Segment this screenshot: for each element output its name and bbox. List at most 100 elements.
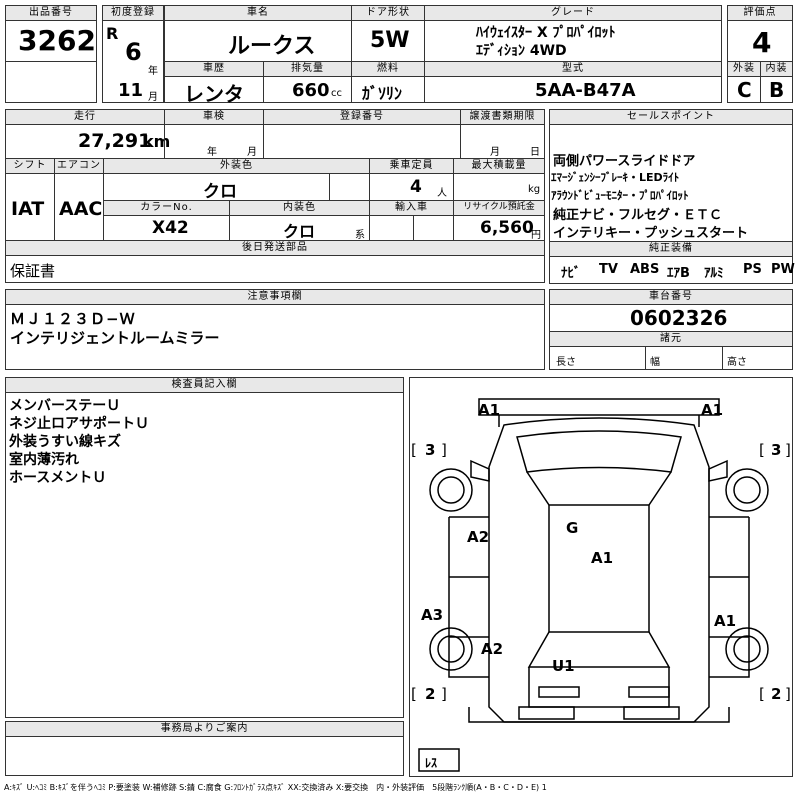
- mark-a3: A3: [421, 606, 443, 624]
- legend: A:ｷｽﾞ U:ﾍｺﾐ B:ｷｽﾞを伴うﾍｺﾐ P:要塗装 W:補修跡 S:錆 …: [4, 783, 547, 792]
- model-name-label: 車名: [164, 5, 352, 21]
- inspection-label: 車検: [164, 109, 264, 125]
- equip-item: ABS: [630, 262, 660, 277]
- interior-color: クロ: [283, 222, 316, 241]
- grade-line2: ｴﾃﾞｨｼｮﾝ 4WD: [476, 43, 567, 59]
- capacity-label: 乗車定員: [369, 158, 454, 174]
- reg-month: 11: [118, 80, 144, 101]
- bracket: [: [411, 685, 417, 703]
- inspector-cell: [5, 392, 404, 718]
- insp-month-unit: 月: [247, 147, 257, 158]
- era: R: [106, 24, 119, 43]
- later-label: 後日発送部品: [5, 240, 545, 256]
- office-label: 事務局よりご案内: [5, 721, 404, 737]
- year-unit: 年: [148, 66, 158, 77]
- color-no-label: カラーNo.: [103, 200, 230, 216]
- shift-label: シフト: [5, 158, 55, 174]
- sales-line: インテリキー・プッシュスタート: [553, 226, 749, 241]
- dim-width: 幅: [650, 357, 660, 368]
- equip-item: PW: [771, 262, 795, 277]
- payload-label: 最大積載量: [453, 158, 545, 174]
- int-color-unit: 系: [355, 230, 365, 241]
- dims-label: 諸元: [549, 331, 793, 347]
- exterior-color: クロ: [203, 182, 237, 202]
- equip-cell: [549, 256, 793, 284]
- later-parts: 保証書: [10, 262, 56, 280]
- notes-line: インテリジェントルームミラー: [10, 329, 220, 347]
- history-label: 車歴: [164, 61, 264, 77]
- insp-year-unit: 年: [207, 147, 217, 158]
- car-diagram-frame: [409, 377, 793, 777]
- month-unit: 月: [148, 92, 158, 103]
- mark-a1-roof: A1: [591, 549, 613, 567]
- dim-height: 高さ: [727, 357, 747, 368]
- ext-label: 外装: [727, 61, 761, 77]
- mark-a1-left: A1: [478, 401, 500, 419]
- inspector-line: 室内薄汚れ: [9, 452, 79, 468]
- mark-a1-right: A1: [701, 401, 723, 419]
- office-cell: [5, 736, 404, 776]
- later-cell: [5, 255, 545, 283]
- inspector-label: 検査員記入欄: [5, 377, 404, 393]
- transfer-month-unit: 月: [490, 147, 500, 158]
- int-cell: [760, 76, 793, 103]
- bracket: ]: [441, 441, 447, 459]
- door-label: ドア形状: [351, 5, 425, 21]
- displacement-unit: cc: [331, 88, 342, 99]
- sales-label: セールスポイント: [549, 109, 793, 125]
- mark-a2-left-front: A2: [467, 528, 489, 546]
- equip-item: ｴｱB: [667, 266, 690, 281]
- bracket: ]: [441, 685, 447, 703]
- reg-no-cell: [263, 124, 461, 159]
- shift: IAT: [11, 198, 45, 220]
- inspector-line: ネジ止ロアサポートＵ: [9, 416, 149, 432]
- history: レンタ: [184, 82, 244, 106]
- sales-line: ｴﾏｰｼﾞｪﾝｼｰﾌﾞﾚｰｷ・LEDﾗｲﾄ: [551, 171, 680, 184]
- lot-label: 出品番号: [5, 5, 97, 21]
- color-label: 外装色: [103, 158, 370, 174]
- equip-item: TV: [599, 262, 618, 277]
- bracket: [: [411, 441, 417, 459]
- mark-a1-right-rear: A1: [714, 612, 736, 630]
- equip-item: ｱﾙﾐ: [704, 266, 724, 281]
- aircon: AAC: [59, 198, 103, 220]
- equip-label: 純正装備: [549, 241, 793, 257]
- color-number: X42: [152, 218, 189, 238]
- tire-fl: 3: [425, 441, 435, 459]
- tire-fr: 3: [771, 441, 781, 459]
- mark-u1: U1: [552, 657, 575, 675]
- chassis-label: 車台番号: [549, 289, 793, 305]
- fuel: ｶﾞｿﾘﾝ: [362, 84, 403, 103]
- dim-length: 長さ: [556, 357, 576, 368]
- bracket: [: [759, 441, 765, 459]
- mark-g: G: [566, 519, 578, 537]
- reg-no-label: 登録番号: [263, 109, 461, 125]
- chassis-number: 0602326: [630, 306, 728, 330]
- recycle-label: リサイクル預託金: [453, 200, 545, 216]
- reg-year: 6: [125, 38, 142, 66]
- first-reg-label: 初度登録: [102, 5, 164, 21]
- notes-line: ＭＪ１２３Ｄ−Ｗ: [10, 310, 136, 328]
- door-type: 5W: [370, 28, 410, 53]
- sales-line: 両側パワースライドドア: [553, 154, 696, 169]
- dims-divider: [645, 346, 723, 370]
- displacement: 660: [292, 80, 330, 101]
- lot-number: 3262: [18, 24, 96, 57]
- equip-item: PS: [743, 262, 762, 277]
- tire-rr: 2: [771, 685, 781, 703]
- bracket: [: [759, 685, 765, 703]
- import-cell-right: [413, 215, 454, 241]
- payload-unit: kg: [528, 184, 541, 195]
- grade-line1: ﾊｲｳｪｲｽﾀｰ X ﾌﾟﾛﾊﾟｲﾛｯﾄ: [476, 25, 616, 41]
- int-label: 内装: [760, 61, 793, 77]
- ext-grade: C: [737, 78, 752, 102]
- sales-line: 純正ナビ・フルセグ・ＥＴＣ: [553, 208, 723, 223]
- grade-label: グレード: [424, 5, 722, 21]
- type-label: 型式: [424, 61, 722, 77]
- recycle-fee: 6,560: [480, 218, 534, 238]
- lot-cell-lower: [5, 61, 97, 103]
- displacement-label: 排気量: [263, 61, 352, 77]
- type-cell: [424, 76, 722, 103]
- first-reg-cell: [102, 20, 164, 103]
- score: 4: [752, 26, 772, 59]
